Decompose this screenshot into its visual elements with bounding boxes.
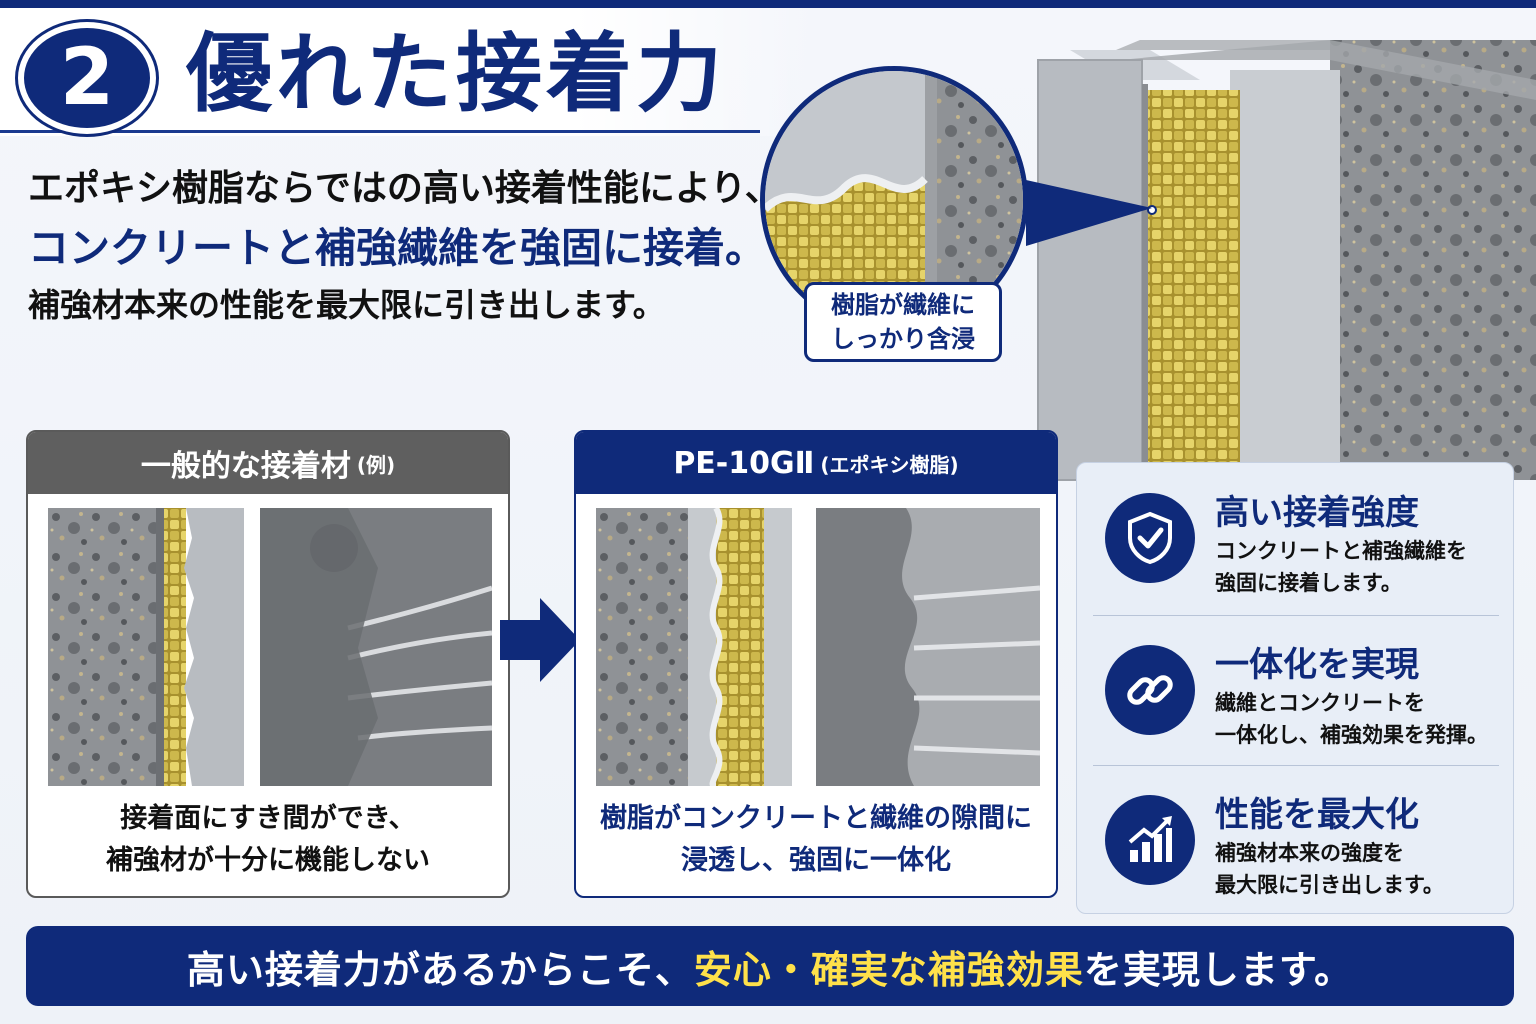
feature-desc-line-1: 補強材本来の強度を [1215,841,1404,865]
zoom-callout-line-2: しっかり含浸 [831,325,975,353]
feature-description: 補強材本来の強度を 最大限に引き出します。 [1215,837,1444,901]
feature-title: 性能を最大化 [1215,795,1419,835]
feature-item-integration: 一体化を実現 繊維とコンクリートを 一体化し、補強効果を発揮。 [1077,615,1513,765]
general-adhesive-header: 一般的な接着材 (例) [28,432,508,494]
feature-description: 繊維とコンクリートを 一体化し、補強効果を発揮。 [1215,687,1488,751]
product-header: PE-10GⅡ (エポキシ樹脂) [576,432,1056,494]
feature-title: 一体化を実現 [1215,645,1419,685]
feature-item-performance: 性能を最大化 補強材本来の強度を 最大限に引き出します。 [1077,765,1513,915]
zoom-callout-label: 樹脂が繊維に しっかり含浸 [804,282,1002,362]
feature-divider [1093,615,1499,616]
footer-text-before: 高い接着力があるからこそ、 [186,947,694,992]
section-number-badge: 2 [18,22,156,134]
feature-desc-line-1: 繊維とコンクリートを [1215,691,1425,715]
intro-line-3: 補強材本来の性能を最大限に引き出します。 [28,286,665,324]
general-caption-line-1: 接着面にすき間ができ、 [120,803,416,834]
feature-desc-line-2: 最大限に引き出します。 [1215,873,1444,897]
feature-desc-line-2: 一体化し、補強効果を発揮。 [1215,723,1488,747]
title-underline [0,130,760,133]
general-adhesive-caption: 接着面にすき間ができ、 補強材が十分に機能しない [28,798,508,882]
feature-item-strength: 高い接着強度 コンクリートと補強繊維を 強固に接着します。 [1077,463,1513,613]
cross-section-illustration [1037,40,1536,481]
top-accent-bar [0,0,1536,8]
general-adhesive-note: (例) [356,452,396,477]
feature-title: 高い接着強度 [1215,493,1419,533]
feature-desc-line-1: コンクリートと補強繊維を [1215,539,1467,563]
product-title: PE-10GⅡ [673,445,815,481]
feature-list: 高い接着強度 コンクリートと補強繊維を 強固に接着します。 一体化を実現 繊維と… [1076,462,1514,914]
general-caption-line-2: 補強材が十分に機能しない [106,845,430,876]
feature-description: コンクリートと補強繊維を 強固に接着します。 [1215,535,1467,599]
product-images [596,508,1040,786]
feature-divider [1093,765,1499,766]
footer-text-highlight: 安心・確実な補強効果 [693,947,1084,992]
chain-link-icon [1105,645,1195,735]
general-adhesive-images [48,508,492,786]
general-adhesive-title: 一般的な接着材 [140,449,351,484]
product-caption-line-1: 樹脂がコンクリートと繊維の隙間に [600,803,1032,834]
shield-check-icon [1105,493,1195,583]
page-title: 優れた接着力 [186,24,726,124]
intro-line-2-emphasis: コンクリートと補強繊維を強固に接着。 [28,224,766,272]
feature-desc-line-2: 強固に接着します。 [1215,571,1402,595]
footer-banner: 高い接着力があるからこそ、 安心・確実な補強効果 を実現します。 [26,926,1514,1006]
product-note: (エポキシ樹脂) [820,452,959,477]
product-panel: PE-10GⅡ (エポキシ樹脂) 樹脂がコンクリートと繊維の隙間に 浸透し、強固… [574,430,1058,898]
general-adhesive-panel: 一般的な接着材 (例) 接着面にすき間ができ、 補強材が十分に機能しない [26,430,510,898]
footer-text-after: を実現します。 [1083,947,1354,992]
arrow-right-icon [500,598,580,682]
growth-chart-icon [1105,795,1195,885]
product-caption-line-2: 浸透し、強固に一体化 [681,845,951,876]
zoom-callout-line-1: 樹脂が繊維に [831,291,975,319]
product-caption: 樹脂がコンクリートと繊維の隙間に 浸透し、強固に一体化 [576,798,1056,882]
intro-line-1: エポキシ樹脂ならではの高い接着性能により、 [28,168,781,209]
intro-text: エポキシ樹脂ならではの高い接着性能により、 コンクリートと補強繊維を強固に接着。… [28,162,781,330]
